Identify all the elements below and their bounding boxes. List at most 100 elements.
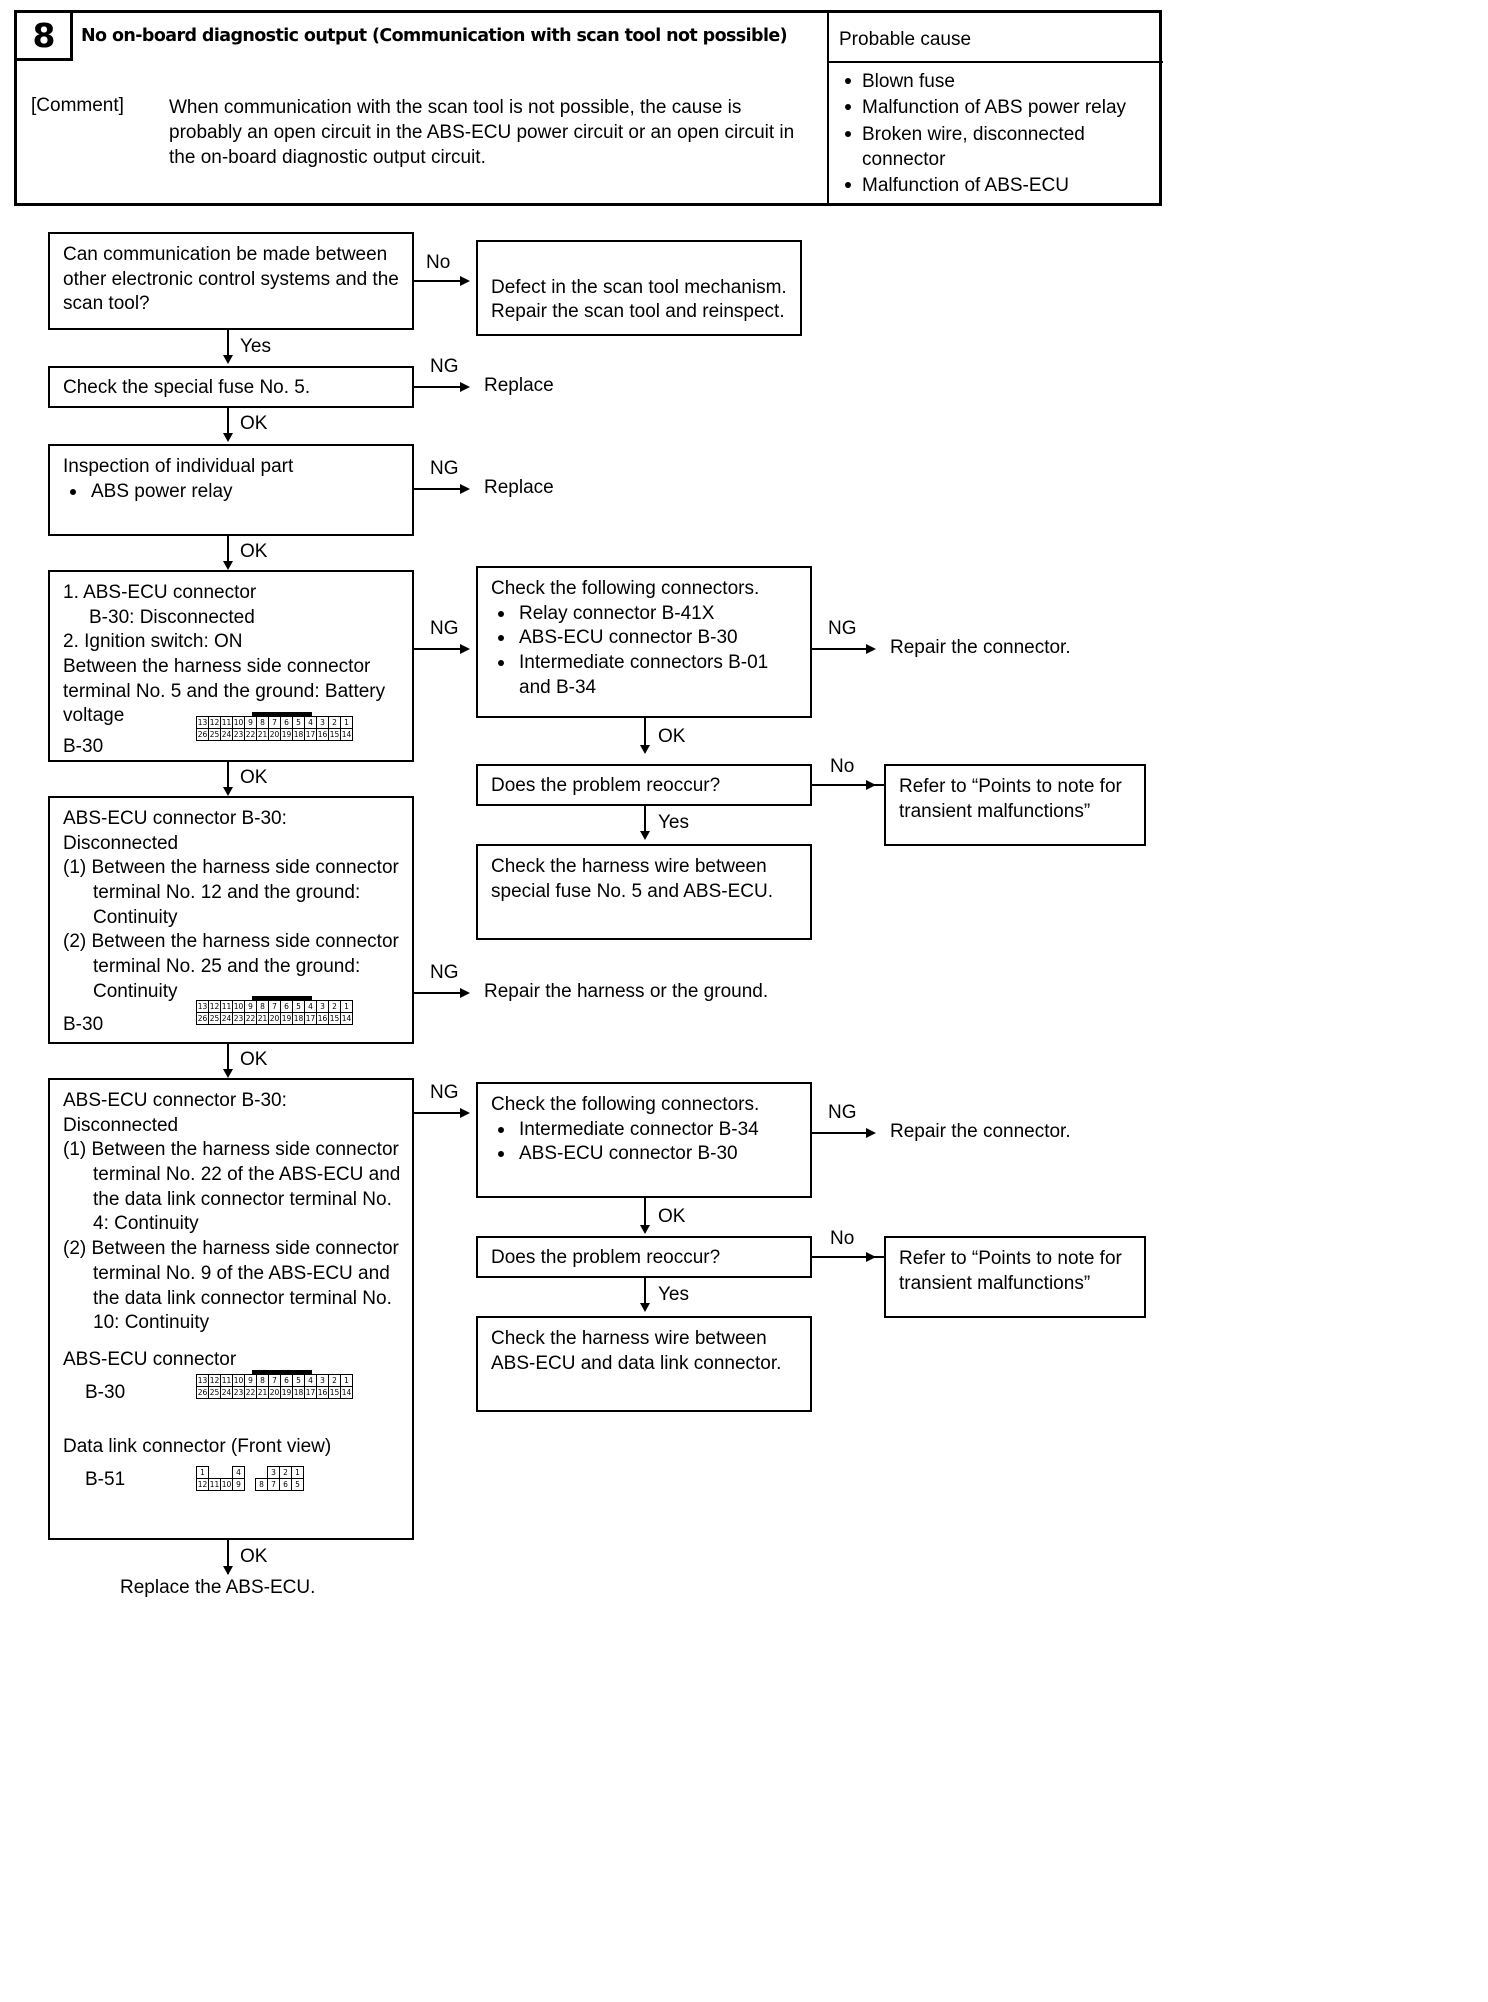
step5-ok-label: OK xyxy=(240,1049,268,1070)
step5-ok-line xyxy=(227,1044,229,1076)
step2-ok-label: OK xyxy=(240,413,268,434)
pin-cell: 2 xyxy=(328,1374,341,1387)
pin-cell: 2 xyxy=(328,1000,341,1013)
branch-d3-harness-box: Check the harness wire between ABS-ECU a… xyxy=(476,1316,812,1412)
branch-c2-yes-line xyxy=(644,806,646,838)
header-table: 8 No on-board diagnostic output (Communi… xyxy=(14,10,1163,206)
step5-ng-arrow xyxy=(460,988,470,998)
pin-cell: 24 xyxy=(220,1386,233,1399)
pin-cell: 3 xyxy=(267,1466,280,1479)
pin-cell: 21 xyxy=(256,1012,269,1025)
step6-item2: (2) Between the harness side connector t… xyxy=(63,1238,399,1334)
pin-cell: 5 xyxy=(291,1478,304,1491)
step2-ng-arrow xyxy=(460,382,470,392)
pin-row-top: 13 12 11 10 9 8 7 6 5 4 3 2 1 xyxy=(196,1000,353,1013)
step1-yes-label: Yes xyxy=(240,336,271,357)
pin-cell: 2 xyxy=(279,1466,292,1479)
step3-ng-line xyxy=(414,488,466,490)
step4-ok-line xyxy=(227,762,229,794)
pin-cell: 13 xyxy=(196,716,209,729)
connector-pin-table-right: 3 2 1 8 7 6 5 xyxy=(255,1466,304,1491)
pin-cell: 24 xyxy=(220,728,233,741)
branch-d1-title: Check the following connectors. xyxy=(491,1094,760,1115)
pin-cell: 1 xyxy=(340,716,353,729)
branch-d1-item: ABS-ECU connector B-30 xyxy=(491,1142,800,1167)
pin-cell: 14 xyxy=(340,728,353,741)
step1-no-result-text: Defect in the scan tool mechanism. Repai… xyxy=(491,276,787,323)
pin-cell: 20 xyxy=(268,1012,281,1025)
step5-item1: (1) Between the harness side connector t… xyxy=(63,857,399,928)
step1-question-box: Can communication be made between other … xyxy=(48,232,414,330)
cause-item: Blown fuse xyxy=(843,69,1161,94)
branch-c1-ok-arrow xyxy=(640,745,650,754)
pin-cell: 15 xyxy=(328,1386,341,1399)
connector-pin-table: 13 12 11 10 9 8 7 6 5 4 3 2 1 26 25 24 2… xyxy=(196,716,353,741)
pin-cell: 21 xyxy=(256,728,269,741)
step4-connector-label: B-30 xyxy=(63,736,104,758)
pin-cell: 25 xyxy=(208,1386,221,1399)
branch-c1-title: Check the following connectors. xyxy=(491,578,760,599)
branch-c1-ng-line xyxy=(812,648,872,650)
connector-pin-table: 13 12 11 10 9 8 7 6 5 4 3 2 1 26 25 24 2… xyxy=(196,1000,353,1025)
branch-c2-no-label: No xyxy=(830,756,855,777)
step1-no-result-box: Defect in the scan tool mechanism. Repai… xyxy=(476,240,802,336)
step2-ok-arrow xyxy=(223,433,233,442)
step6-ok-line xyxy=(227,1540,229,1574)
pin-row-top: 13 12 11 10 9 8 7 6 5 4 3 2 1 xyxy=(196,1374,353,1387)
branch-d2-no-line xyxy=(812,1256,884,1258)
pin-cell: 12 xyxy=(208,716,221,729)
branch-c3-text: Check the harness wire between special f… xyxy=(491,856,773,902)
pin-cell: 19 xyxy=(280,1386,293,1399)
pin-cell: 17 xyxy=(304,1386,317,1399)
pin-cell: 18 xyxy=(292,1386,305,1399)
pin-cell: 6 xyxy=(280,1374,293,1387)
probable-cause-header: Probable cause xyxy=(839,29,972,50)
final-replace-text: Replace the ABS-ECU. xyxy=(120,1577,316,1598)
step3-inspection-box: Inspection of individual part ABS power … xyxy=(48,444,414,536)
step2-ok-line xyxy=(227,408,229,440)
pin-cell: 22 xyxy=(244,1012,257,1025)
pin-cell: 21 xyxy=(256,1386,269,1399)
pin-cell: 7 xyxy=(268,1000,281,1013)
step2-fuse-box: Check the special fuse No. 5. xyxy=(48,366,414,408)
branch-c2-no-arrow xyxy=(866,780,876,790)
cause-item: Malfunction of ABS power relay xyxy=(843,95,1161,120)
step5-ng-line xyxy=(414,992,466,994)
branch-d2-no-arrow xyxy=(866,1252,876,1262)
step4-ok-label: OK xyxy=(240,767,268,788)
branch-c2-yes-label: Yes xyxy=(658,812,689,833)
branch-c2-no-result-box: Refer to “Points to note for transient m… xyxy=(884,764,1146,846)
pin-cell: 16 xyxy=(316,728,329,741)
step6-line1: ABS-ECU connector xyxy=(63,1090,237,1111)
pin-cell: 10 xyxy=(232,1000,245,1013)
branch-d2-no-label: No xyxy=(830,1228,855,1249)
pin-cell: 3 xyxy=(316,1374,329,1387)
header-divider xyxy=(827,13,829,203)
step6-conn2-label: B-51 xyxy=(85,1468,126,1490)
pin-cell: 9 xyxy=(232,1478,245,1491)
branch-d2-yes-arrow xyxy=(640,1303,650,1312)
pin-cell: 23 xyxy=(232,728,245,741)
branch-c1-item: Relay connector B-41X xyxy=(491,602,800,627)
step6-line2: B-30: Disconnected xyxy=(63,1090,287,1136)
pin-cell: 4 xyxy=(304,1000,317,1013)
connector-b30-diagram-3: 13 12 11 10 9 8 7 6 5 4 3 2 1 26 25 24 2… xyxy=(196,1370,353,1399)
step2-ng-label: NG xyxy=(430,356,459,377)
branch-d1-item: Intermediate connector B-34 xyxy=(491,1118,800,1143)
comment-text: When communication with the scan tool is… xyxy=(169,97,795,169)
pin-cell: 10 xyxy=(220,1478,233,1491)
pin-cell: 23 xyxy=(232,1386,245,1399)
pin-cell: 11 xyxy=(208,1478,221,1491)
branch-d1-ng-result: Repair the connector. xyxy=(890,1121,1071,1142)
pin-cell: 8 xyxy=(256,1374,269,1387)
pin-cell xyxy=(221,1467,233,1479)
step4-ok-arrow xyxy=(223,787,233,796)
step1-question-text: Can communication be made between other … xyxy=(63,244,399,315)
branch-c3-harness-box: Check the harness wire between special f… xyxy=(476,844,812,940)
step4-line2: B-30: Disconnected xyxy=(89,606,255,628)
pin-cell: 25 xyxy=(208,1012,221,1025)
step6-ok-label: OK xyxy=(240,1546,268,1567)
branch-c1-item: Intermediate connectors B-01 and B-34 xyxy=(491,651,800,700)
pin-cell: 16 xyxy=(316,1386,329,1399)
pin-cell: 13 xyxy=(196,1000,209,1013)
